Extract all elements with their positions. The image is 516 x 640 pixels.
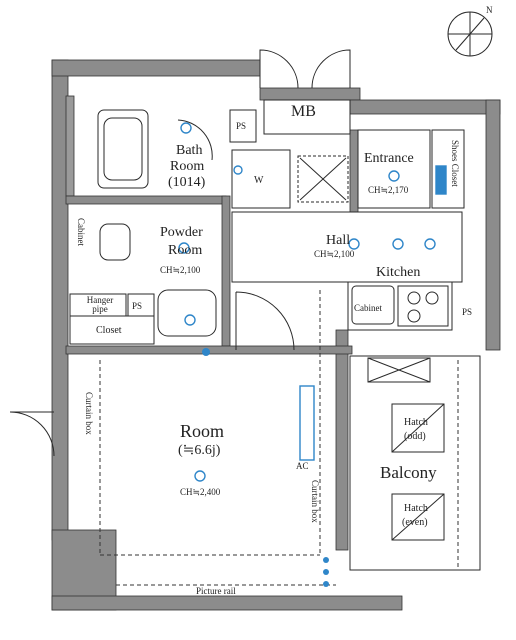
wall-bath-left — [65, 95, 75, 197]
label-hatch-odd-2: (odd) — [404, 431, 426, 442]
hall-area — [231, 211, 463, 283]
label-curtain-box-right: Curtain box — [310, 480, 320, 523]
light-hall-2 — [392, 238, 404, 250]
light-basin — [184, 314, 196, 326]
label-compass-n: N — [486, 5, 493, 15]
label-powder: Powder — [160, 225, 203, 240]
basin — [157, 289, 217, 337]
label-hall: Hall — [326, 233, 351, 248]
label-hall-ch: CH≒2,100 — [314, 249, 355, 259]
label-bath-size: (1014) — [168, 175, 206, 190]
sink — [351, 285, 395, 325]
label-closet: Closet — [96, 325, 122, 336]
wall-mid-vertical — [335, 329, 349, 551]
light-entrance — [388, 170, 400, 182]
label-bath-room: Room — [170, 159, 205, 174]
label-ps-right: PS — [462, 307, 473, 317]
light-powder — [178, 242, 190, 254]
label-curtain-box-left: Curtain box — [84, 392, 94, 435]
label-balcony: Balcony — [380, 463, 437, 482]
label-ps-top: PS — [236, 121, 247, 131]
label-washer: W — [254, 175, 264, 186]
entrance-box — [357, 129, 431, 209]
label-ac: AC — [296, 461, 309, 471]
balcony-area — [349, 355, 481, 571]
label-hatch-even: Hatch — [404, 503, 428, 514]
wall-entrance-left — [349, 129, 359, 213]
light-hall-3 — [424, 238, 436, 250]
washer-space — [231, 149, 291, 209]
light-hall-1 — [348, 238, 360, 250]
label-room-size: (≒6.6j) — [178, 443, 221, 458]
bathtub — [97, 109, 149, 189]
label-bath: Bath — [176, 143, 203, 158]
label-hanger-pipe: Hanger pipe — [86, 295, 114, 314]
compass — [447, 11, 493, 57]
label-shoes-closet: Shoes Closet — [450, 140, 460, 187]
label-mb: MB — [291, 103, 316, 120]
light-room — [194, 470, 206, 482]
light-w — [233, 165, 243, 175]
label-hatch-even-2: (even) — [402, 517, 428, 528]
wall-right — [485, 99, 501, 351]
hatch-even-box — [391, 493, 445, 541]
label-cabinet-kitchen: Cabinet — [354, 303, 382, 313]
ps-mid-box — [127, 293, 155, 317]
wall-powder-right — [221, 195, 231, 347]
label-entrance-ch: CH≒2,170 — [368, 185, 409, 195]
label-hatch-odd: Hatch — [404, 417, 428, 428]
wall-top-right — [349, 99, 501, 115]
wall-top-mb — [259, 87, 361, 101]
label-cabinet-left: Cabinet — [76, 218, 86, 246]
wall-top-left — [51, 59, 261, 77]
ac-unit — [299, 385, 315, 461]
label-picture-rail: Picture rail — [196, 586, 236, 596]
stove — [397, 285, 449, 327]
toilet — [99, 223, 131, 261]
wall-bath-bottom — [65, 195, 227, 205]
mb-box — [263, 99, 351, 135]
label-powder-ch: CH≒2,100 — [160, 265, 201, 275]
wall-bottom — [51, 595, 403, 611]
label-powder-room: Room — [168, 243, 203, 258]
wall-left — [51, 59, 69, 541]
window-top — [367, 357, 431, 383]
hanger-box — [69, 293, 127, 317]
label-room: Room — [180, 421, 225, 441]
light-bath — [180, 122, 192, 134]
label-kitchen: Kitchen — [376, 265, 421, 280]
label-entrance: Entrance — [364, 151, 414, 166]
shoes-closet-box — [431, 129, 465, 209]
hatch-odd-box — [391, 403, 445, 453]
ps-top-box — [229, 109, 257, 143]
label-ps-mid: PS — [132, 301, 143, 311]
kitchen-counter — [347, 281, 453, 331]
label-room-ch: CH≒2,400 — [180, 487, 221, 497]
